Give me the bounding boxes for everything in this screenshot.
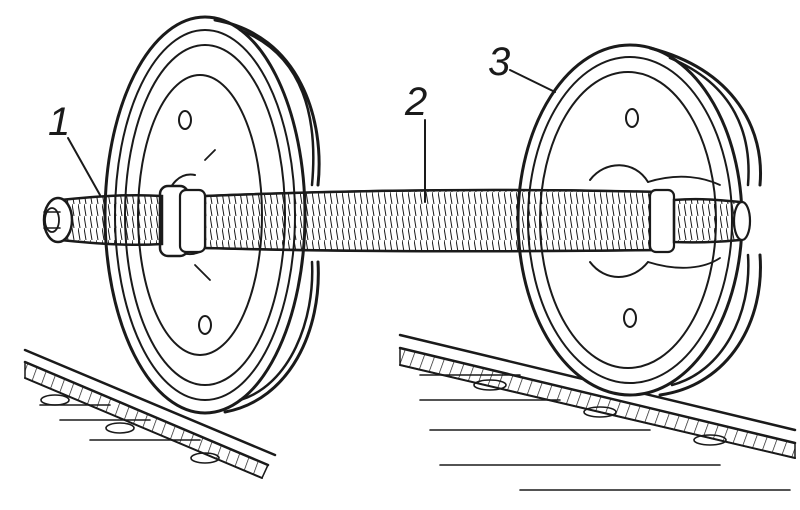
callout-2: 2 bbox=[404, 80, 427, 203]
callout-label-1: 1 bbox=[48, 100, 70, 144]
left-rail bbox=[23, 348, 277, 479]
callout-label-2: 2 bbox=[404, 80, 427, 124]
callout-label-3: 3 bbox=[488, 40, 510, 84]
callout-3: 3 bbox=[488, 40, 556, 93]
callout-1: 1 bbox=[48, 100, 101, 196]
axle bbox=[42, 184, 752, 258]
